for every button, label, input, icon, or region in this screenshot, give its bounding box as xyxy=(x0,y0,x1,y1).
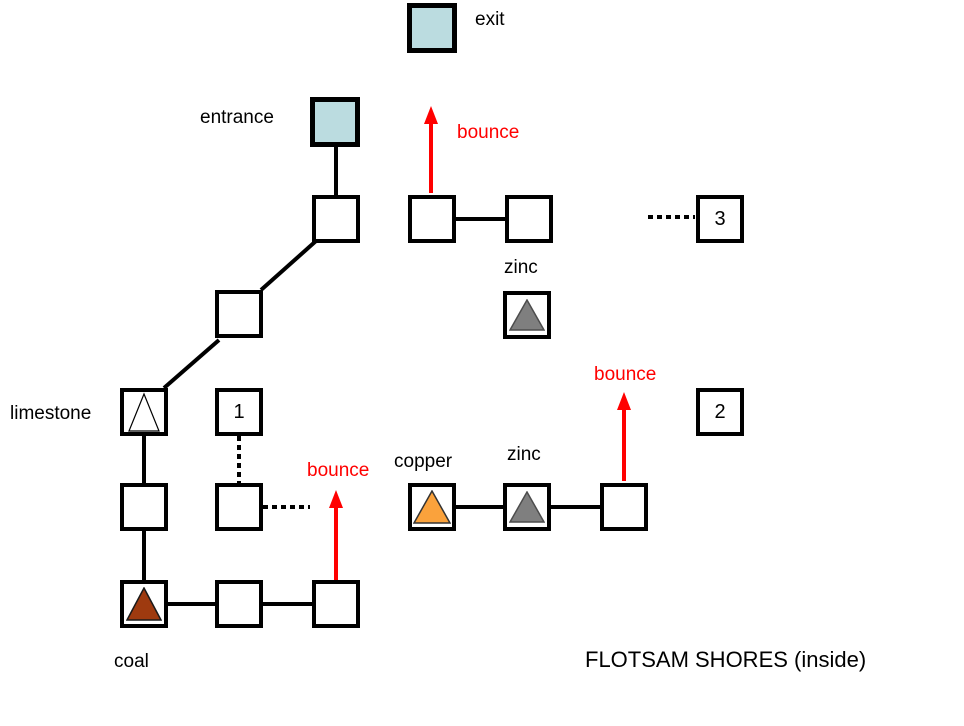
dotted-connection-east-stub xyxy=(263,505,310,509)
connection-limestone-south xyxy=(142,434,146,485)
room-2: 2 xyxy=(696,388,744,436)
copper-label: copper xyxy=(394,451,453,472)
bounce-arrow-west-head xyxy=(329,490,343,508)
connection-to-coal xyxy=(142,529,146,582)
bounce-east-label: bounce xyxy=(594,364,657,385)
connection-junction-b-limestone xyxy=(162,338,221,390)
connection-copper-zinc xyxy=(454,505,505,509)
room-zinc-south xyxy=(503,483,551,531)
copper-triangle-icon xyxy=(413,490,451,524)
exit-label: exit xyxy=(475,9,505,30)
coal-triangle-icon xyxy=(126,587,162,621)
bounce-arrow-north-head xyxy=(424,106,438,124)
bounce-arrow-east-head xyxy=(617,392,631,410)
room-bounce-north xyxy=(408,195,456,243)
dotted-connection-room3 xyxy=(648,215,695,219)
room-1-number: 1 xyxy=(233,401,245,423)
room-coal xyxy=(120,580,168,628)
bounce-arrow-north xyxy=(429,123,433,193)
map-title: FLOTSAM SHORES (inside) xyxy=(585,647,867,672)
room-below-limestone xyxy=(120,483,168,531)
room-limestone xyxy=(120,388,168,436)
room-2-number: 2 xyxy=(714,401,726,423)
zinc-south-label: zinc xyxy=(507,444,541,465)
dotted-connection-room1-south xyxy=(237,436,241,483)
bounce-arrow-east xyxy=(622,409,626,481)
bounce-west-label: bounce xyxy=(307,460,370,481)
connection-entrance-junction xyxy=(334,145,338,197)
room-junction-b xyxy=(215,290,263,338)
entrance-label: entrance xyxy=(200,107,274,128)
room-bounce-east xyxy=(600,483,648,531)
room-zinc-north xyxy=(503,291,551,339)
room-mid-south xyxy=(215,580,263,628)
connection-zinc-bounce-east xyxy=(551,505,602,509)
coal-label: coal xyxy=(114,651,149,672)
room-copper xyxy=(408,483,456,531)
bounce-north-label: bounce xyxy=(457,122,520,143)
room-3-number: 3 xyxy=(714,208,726,230)
connection-coal-east xyxy=(166,602,217,606)
room-junction-a xyxy=(312,195,360,243)
zinc-triangle-icon xyxy=(509,491,545,523)
bounce-arrow-west xyxy=(334,507,338,580)
room-bounce-west xyxy=(312,580,360,628)
limestone-label: limestone xyxy=(10,403,92,424)
connection-bounce-north-room xyxy=(452,217,509,221)
connection-south-row xyxy=(261,602,314,606)
limestone-triangle-icon xyxy=(128,392,160,432)
room-1: 1 xyxy=(215,388,263,436)
room-3: 3 xyxy=(696,195,744,243)
connection-junction-a-b xyxy=(259,239,318,292)
zinc-triangle-icon xyxy=(509,299,545,331)
room-entrance xyxy=(310,97,360,147)
zinc-north-label: zinc xyxy=(504,257,538,278)
room-exit xyxy=(407,3,457,53)
room-zinc-north-neighbor xyxy=(505,195,553,243)
room-below-1 xyxy=(215,483,263,531)
